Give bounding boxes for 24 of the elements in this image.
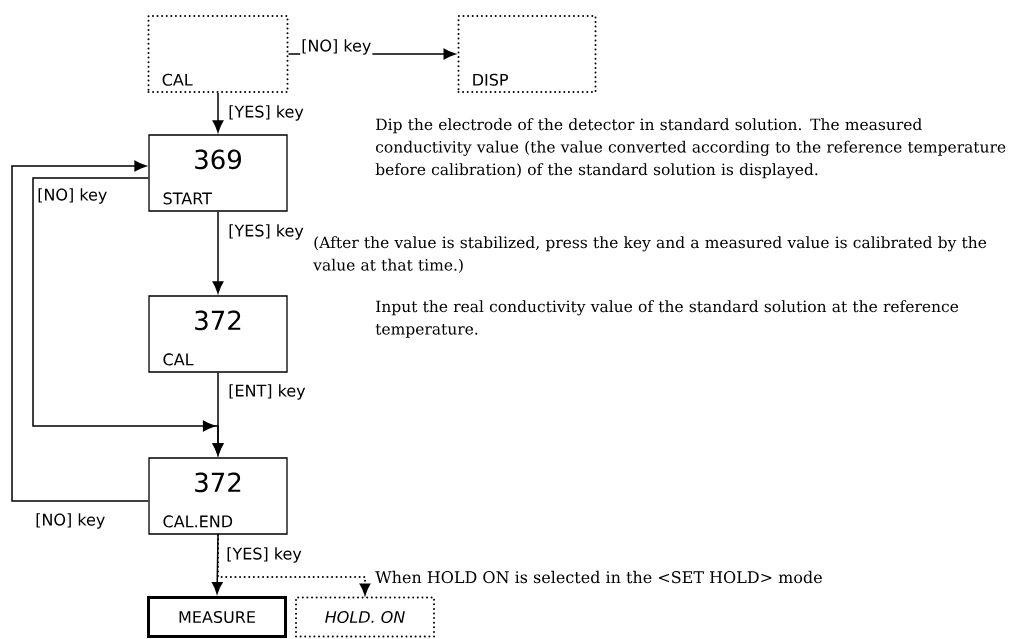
arrow bbox=[32, 177, 224, 456]
edge-label: [NO] key bbox=[36, 187, 109, 205]
edge-label: [YES] key bbox=[225, 546, 303, 564]
screen-box: DISP bbox=[457, 15, 597, 93]
edge-label: [YES] key bbox=[227, 104, 305, 122]
display-box: 369 START bbox=[148, 134, 288, 212]
arrow bbox=[11, 160, 150, 502]
arrow bbox=[217, 533, 371, 595]
note-text: Dip the electrode of the detector in standard solution. The measured conductivity value (the value converted according to the reference temperature before calibration) of the standard solution is displayed. bbox=[375, 118, 1006, 179]
edge-label: [ENT] key bbox=[227, 383, 307, 401]
note-text: (After the value is stabilized, press the key and a measured value is calibrated by the value at that time.) bbox=[313, 236, 987, 273]
edge-label: [NO] key bbox=[300, 38, 373, 56]
edge-label: [YES] key bbox=[227, 223, 305, 241]
display-box: 372 CAL.END bbox=[148, 457, 288, 535]
arrow bbox=[211, 533, 223, 594]
edge-label: [NO] key bbox=[34, 512, 107, 530]
arrow bbox=[212, 92, 224, 133]
screen-box: CAL bbox=[147, 15, 289, 93]
display-box: 372 CAL bbox=[148, 295, 288, 373]
display-box: MEASURE bbox=[147, 596, 287, 638]
screen-box: HOLD. ON bbox=[295, 596, 435, 638]
edge-label: When HOLD ON is selected in the <SET HOLD> mode bbox=[374, 569, 824, 585]
arrow bbox=[212, 210, 224, 294]
note-text: Input the real conductivity value of the standard solution at the reference temperature. bbox=[375, 300, 959, 338]
